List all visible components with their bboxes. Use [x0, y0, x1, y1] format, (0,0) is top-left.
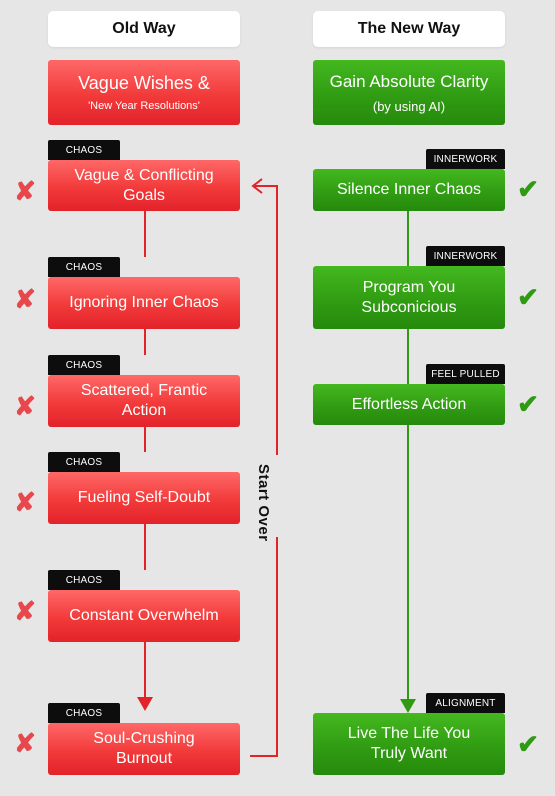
old-arrowhead: [137, 697, 153, 711]
chaos-tag: CHAOS: [48, 703, 120, 723]
new-way-header: The New Way: [313, 11, 505, 47]
new-step-box: Program You Subconicious: [313, 266, 505, 329]
innerwork-tag: INNERWORK: [426, 149, 505, 169]
new-step-label: Live The Life You Truly Want: [347, 725, 471, 762]
old-step-label: Ignoring Inner Chaos: [69, 294, 219, 311]
old-top-box: Vague Wishes & 'New Year Resolutions': [48, 60, 240, 125]
alignment-tag: ALIGNMENT: [426, 693, 505, 713]
new-step-box: Silence Inner Chaos: [313, 169, 505, 211]
old-step-box: Vague & Conflicting Goals: [48, 160, 240, 211]
chaos-tag: CHAOS: [48, 570, 120, 590]
chaos-tag: CHAOS: [48, 452, 120, 472]
start-over-label: Start Over: [255, 464, 272, 542]
check-icon: ✔: [517, 389, 539, 419]
old-step-label: Vague & Conflicting Goals: [74, 166, 214, 204]
check-icon: ✔: [517, 174, 539, 204]
cross-icon: ✘: [14, 176, 36, 206]
old-top-subtitle: 'New Year Resolutions': [88, 100, 200, 112]
old-step-box: Ignoring Inner Chaos: [48, 277, 240, 329]
old-step-label: Fueling Self-Doubt: [77, 489, 211, 506]
cross-icon: ✘: [14, 284, 36, 314]
new-top-subtitle: (by using AI): [372, 98, 446, 114]
new-step-label: Program You Subconicious: [361, 278, 457, 316]
old-step-box: Soul-Crushing Burnout: [48, 723, 240, 775]
cross-icon: ✘: [14, 487, 36, 517]
new-step-label: Silence Inner Chaos: [336, 181, 482, 198]
new-top-title: Gain Absolute Clarity: [329, 71, 489, 91]
old-top-title: Vague Wishes &: [78, 73, 210, 93]
old-step-box: Constant Overwhelm: [48, 590, 240, 642]
old-step-label: Soul-Crushing Burnout: [93, 730, 195, 767]
old-step-box: Scattered, Frantic Action: [48, 375, 240, 427]
check-icon: ✔: [517, 729, 539, 759]
innerwork-tag: INNERWORK: [426, 246, 505, 266]
new-step-box: Live The Life You Truly Want: [313, 713, 505, 775]
new-arrowhead: [400, 699, 416, 713]
loop-line-top: [254, 185, 278, 455]
new-step-box: Effortless Action: [313, 384, 505, 425]
cross-icon: ✘: [14, 728, 36, 758]
old-step-label: Scattered, Frantic Action: [80, 382, 208, 419]
new-top-box: Gain Absolute Clarity (by using AI): [313, 60, 505, 125]
check-icon: ✔: [517, 282, 539, 312]
cross-icon: ✘: [14, 596, 36, 626]
chaos-tag: CHAOS: [48, 257, 120, 277]
old-step-label: Constant Overwhelm: [69, 607, 219, 624]
loop-line-bottom: [250, 537, 278, 757]
old-step-box: Fueling Self-Doubt: [48, 472, 240, 524]
old-way-header: Old Way: [48, 11, 240, 47]
feel-pulled-tag: FEEL PULLED: [426, 364, 505, 384]
loop-arrowhead: [251, 178, 263, 194]
chaos-tag: CHAOS: [48, 140, 120, 160]
chaos-tag: CHAOS: [48, 355, 120, 375]
cross-icon: ✘: [14, 391, 36, 421]
new-step-label: Effortless Action: [351, 395, 467, 413]
